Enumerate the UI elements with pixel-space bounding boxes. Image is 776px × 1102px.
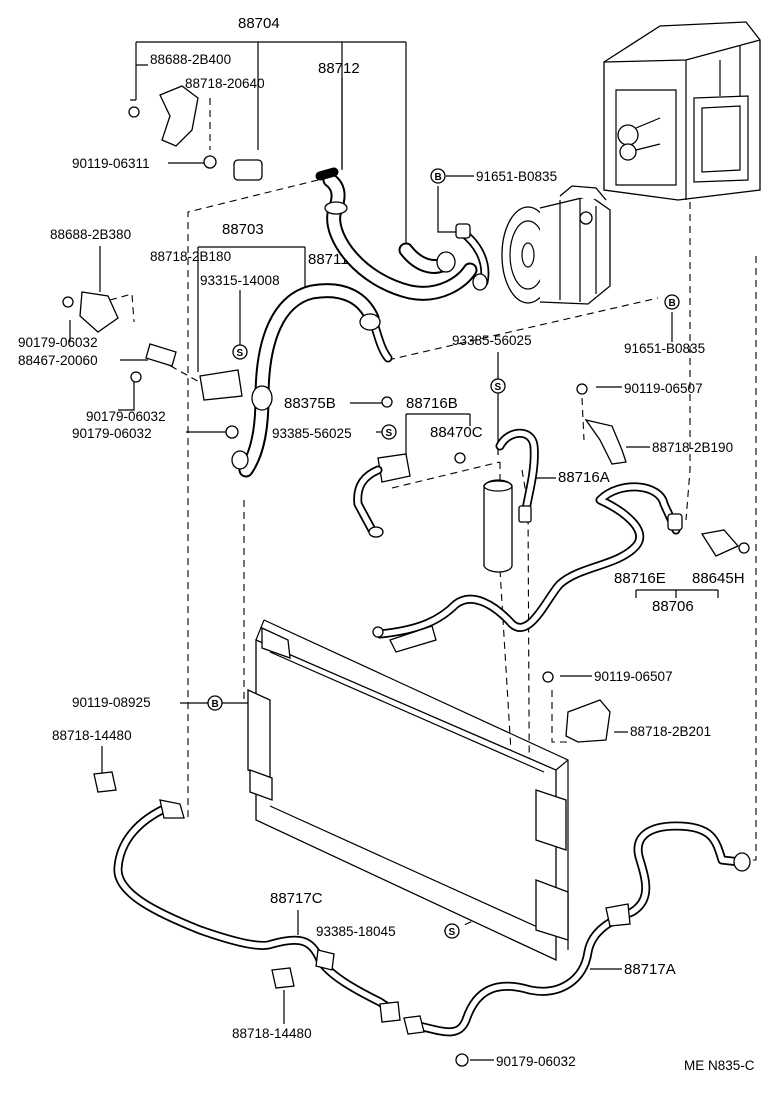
label-88716e: 88716E: [614, 570, 666, 587]
lower-pipes: [93, 771, 751, 1067]
seal-symbol-3: S: [381, 424, 397, 440]
label-88718-14480-b: 88718-14480: [232, 1026, 312, 1041]
label-90179-06032-d: 90179-06032: [496, 1054, 576, 1069]
svg-text:S: S: [386, 428, 393, 439]
label-88375b: 88375B: [284, 395, 336, 412]
label-88711: 88711: [308, 251, 349, 268]
label-88712: 88712: [318, 60, 360, 77]
label-90119-08925: 90119-08925: [72, 695, 151, 710]
label-88645h: 88645H: [692, 570, 745, 587]
label-90179-06032-b: 90179-06032: [86, 409, 166, 424]
hoses-upper: [231, 167, 490, 478]
label-88688-2b400: 88688-2B400: [150, 52, 231, 67]
label-91651-b0835-top: 91651-B0835: [476, 169, 557, 184]
label-88718-20640: 88718-20640: [185, 76, 265, 91]
bolt-symbol-1: B: [430, 168, 446, 184]
seal-symbol-1: S: [232, 344, 248, 360]
condenser: [247, 619, 569, 962]
label-88718-2b180: 88718-2B180: [150, 249, 231, 264]
label-88688-2b380: 88688-2B380: [50, 227, 131, 242]
label-90179-06032-c: 90179-06032: [72, 426, 152, 441]
label-91651-b0835-right: 91651-B0835: [624, 341, 705, 356]
svg-text:B: B: [212, 699, 219, 710]
label-88718-14480-a: 88718-14480: [52, 728, 132, 743]
bolt-symbol-2: B: [664, 294, 680, 310]
label-90119-06507-b: 90119-06507: [594, 669, 673, 684]
label-88706: 88706: [652, 598, 694, 615]
compressor: [501, 185, 611, 305]
svg-text:S: S: [495, 382, 502, 393]
label-88718-2b201: 88718-2B201: [630, 724, 711, 739]
svg-text:S: S: [237, 348, 244, 359]
seal-symbol-4: S: [444, 923, 460, 939]
left-brackets: [62, 85, 263, 439]
label-88717c: 88717C: [270, 890, 323, 907]
label-90119-06507-a: 90119-06507: [624, 381, 703, 396]
svg-text:B: B: [669, 298, 676, 309]
seal-symbol-2: S: [490, 378, 506, 394]
evaporator-unit: [603, 21, 761, 201]
label-88718-2b190: 88718-2B190: [652, 440, 733, 455]
label-88717a: 88717A: [624, 961, 676, 978]
label-88704: 88704: [238, 15, 280, 32]
label-88467-20060: 88467-20060: [18, 353, 98, 368]
diagram-code: ME N835-C: [684, 1058, 755, 1073]
svg-text:S: S: [449, 927, 456, 938]
label-90119-06311: 90119-06311: [72, 156, 150, 171]
label-93385-18045: 93385-18045: [316, 924, 396, 939]
label-88716b: 88716B: [406, 395, 458, 412]
receiver-tank: [377, 396, 513, 573]
liquid-pipes: [353, 428, 750, 653]
label-93315-14008: 93315-14008: [200, 273, 280, 288]
label-88716a: 88716A: [558, 469, 610, 486]
bolt-symbol-3: B: [207, 695, 223, 711]
leader-lines: [69, 41, 719, 1061]
right-brackets: [542, 383, 627, 743]
label-90179-06032-a: 90179-06032: [18, 335, 98, 350]
label-88470c: 88470C: [430, 424, 483, 441]
label-93385-56025-b: 93385-56025: [272, 426, 352, 441]
label-93385-56025-a: 93385-56025: [452, 333, 532, 348]
label-88703: 88703: [222, 221, 264, 238]
svg-text:B: B: [435, 172, 442, 183]
